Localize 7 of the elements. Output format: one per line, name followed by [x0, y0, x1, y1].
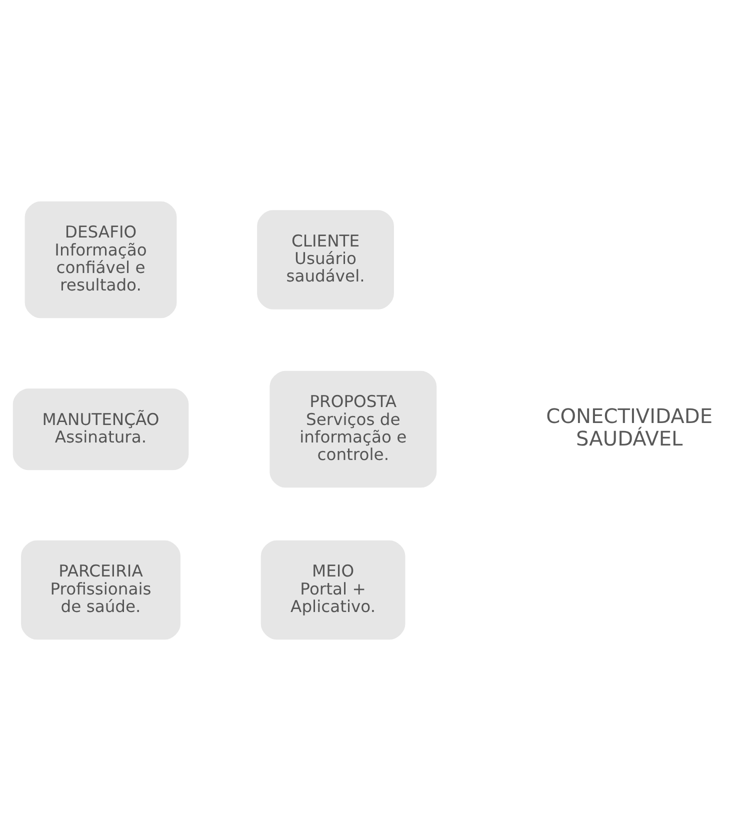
node-box: MANUTENÇÃO Assinatura.	[12, 388, 189, 470]
node-box: DESAFIO Informação confiável e resultado.	[24, 200, 177, 318]
node-box: CLIENTE Usuário saudável.	[257, 210, 394, 309]
label: CONECTIVIDADE SAUDÁVEL	[546, 403, 713, 450]
node-box: PROPOSTA Serviços de informação e controle.	[270, 370, 437, 488]
node-box: MEIO Portal + Aplicativo.	[260, 540, 406, 640]
node-box: PARCEIRIA Profissionais de saúde.	[21, 540, 180, 640]
